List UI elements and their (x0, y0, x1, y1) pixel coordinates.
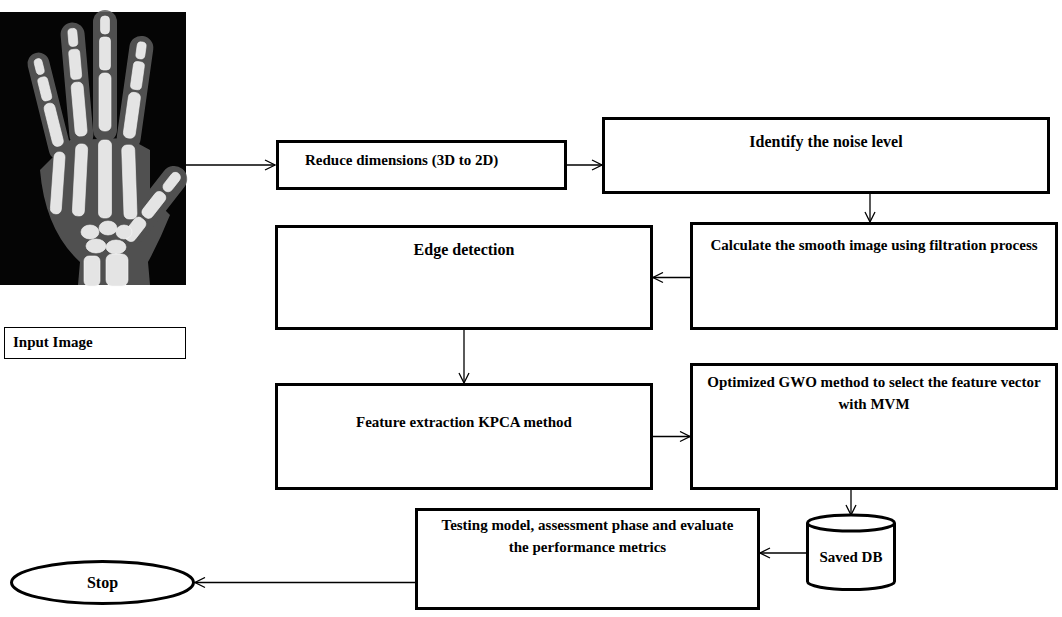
ellipse-shape (12, 562, 194, 604)
process-box: Testing model, assessment phase and eval… (415, 508, 760, 610)
flow-arrow (869, 194, 870, 222)
caption-box: Input Image (4, 327, 186, 359)
flow-arrow (463, 330, 464, 383)
process-box: Calculate the smooth image using filtrat… (690, 222, 1058, 330)
node-content: Feature extraction KPCA method (288, 412, 640, 434)
node-text: Feature extraction KPCA method (288, 412, 640, 434)
node-content: Calculate the smooth image using filtrat… (707, 235, 1041, 257)
node-content: Testing model, assessment phase and eval… (430, 515, 745, 559)
flow-arrow (653, 436, 690, 437)
cylinder-body (808, 515, 895, 590)
flow-arrow (195, 582, 415, 583)
node-content: Optimized GWO method to select the featu… (707, 372, 1041, 416)
node-text: Reduce dimensions (3D to 2D) (305, 150, 556, 172)
node-content: Input Image (13, 332, 177, 354)
process-box: Optimized GWO method to select the featu… (690, 363, 1058, 490)
flow-arrow (850, 490, 851, 515)
node-text: Stop (30, 571, 175, 594)
node-content: Saved DB (810, 547, 892, 569)
node-text: Optimized GWO method to select the featu… (707, 372, 1041, 416)
node-text: Identify the noise level (615, 130, 1037, 153)
cylinder-rim (808, 523, 895, 531)
node-text: Calculate the smooth image using filtrat… (707, 235, 1041, 257)
node-content: Stop (30, 571, 175, 594)
node-content: Reduce dimensions (3D to 2D) (305, 150, 556, 172)
hand-xray (0, 10, 192, 286)
flow-arrow (760, 552, 806, 553)
database-cylinder: Saved DB (806, 515, 896, 591)
process-box: Feature extraction KPCA method (275, 383, 653, 490)
node-text: Input Image (13, 332, 177, 354)
node-content: Edge detection (288, 238, 640, 261)
input-arrow (186, 164, 275, 165)
process-box: Reduce dimensions (3D to 2D) (276, 140, 567, 190)
node-text: Saved DB (810, 547, 892, 569)
node-content: Identify the noise level (615, 130, 1037, 153)
node-text: Testing model, assessment phase and eval… (430, 515, 745, 559)
node-text: Edge detection (288, 238, 640, 261)
flow-arrow (567, 164, 602, 165)
process-box: Edge detection (275, 225, 653, 330)
process-box: Identify the noise level (602, 117, 1050, 194)
flow-arrow (653, 277, 690, 278)
terminal-ellipse: Stop (10, 560, 195, 605)
